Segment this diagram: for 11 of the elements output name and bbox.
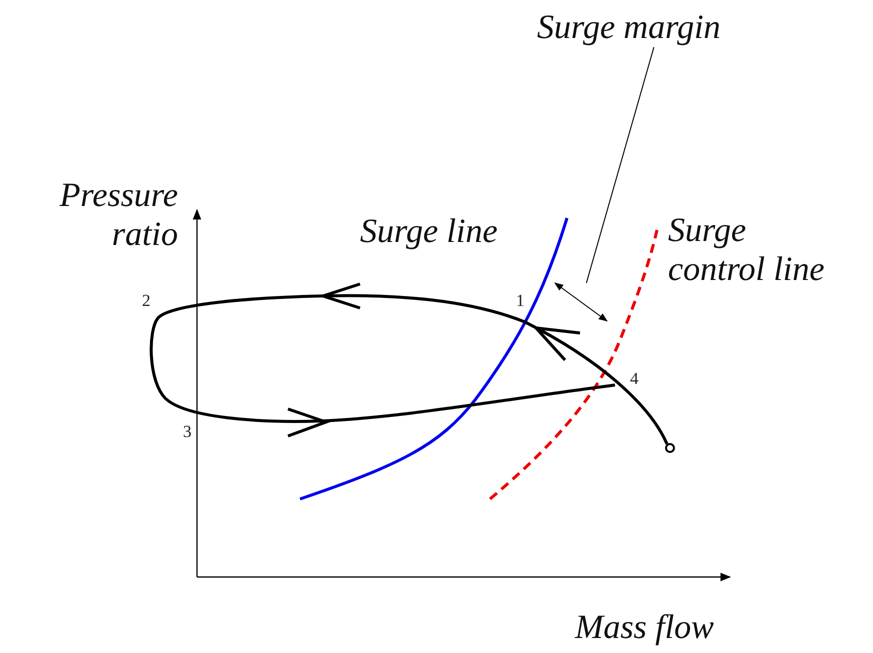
leader-line	[586, 46, 654, 284]
annotation-text: Surge margin	[537, 8, 782, 48]
point-number: 1	[516, 292, 524, 309]
dimension-arrow	[554, 282, 608, 322]
curve-label: Pressure ratio	[58, 176, 178, 254]
curve-label: Mass flow	[575, 608, 715, 648]
curve-label: Surge line	[360, 212, 499, 252]
curve-label: Surge control line	[668, 211, 826, 290]
point-number: 2	[142, 292, 150, 309]
point-number: 4	[630, 370, 638, 387]
point-number: 3	[183, 423, 192, 440]
